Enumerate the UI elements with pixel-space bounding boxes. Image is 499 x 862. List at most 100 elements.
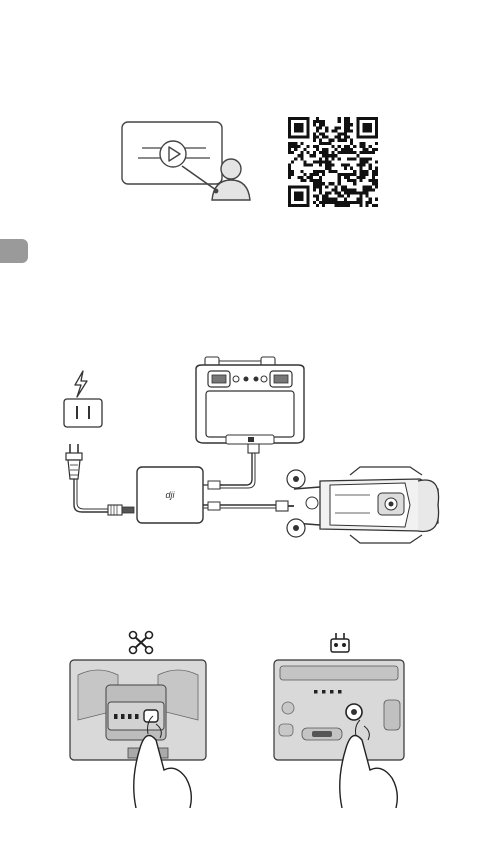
video-tutorial-icon — [120, 120, 255, 202]
qr-module — [297, 154, 300, 157]
qr-module — [356, 164, 359, 167]
qr-module — [350, 139, 353, 142]
qr-module — [359, 204, 362, 207]
qr-module — [319, 126, 322, 129]
qr-module — [319, 142, 322, 145]
qr-module — [304, 160, 307, 163]
charger-input-connector — [108, 505, 134, 515]
qr-module — [288, 173, 291, 176]
qr-module — [313, 201, 316, 204]
aircraft-power-on-illustration — [68, 630, 218, 808]
controller-led — [322, 690, 326, 694]
qr-module — [353, 182, 356, 185]
qr-module — [347, 145, 350, 148]
qr-module — [359, 167, 362, 170]
controller-led — [330, 690, 334, 694]
qr-module — [350, 191, 353, 194]
qr-code[interactable] — [288, 117, 378, 207]
qr-module — [313, 182, 316, 185]
qr-module — [366, 157, 369, 160]
qr-module — [347, 123, 350, 126]
qr-module — [375, 160, 378, 163]
qr-module — [372, 204, 375, 207]
qr-module — [359, 195, 362, 198]
qr-module — [325, 191, 328, 194]
qr-module — [338, 126, 341, 129]
qr-finder-pattern — [294, 123, 303, 132]
power-plug — [66, 444, 108, 512]
battery-led — [128, 714, 132, 719]
qr-module — [300, 176, 303, 179]
qr-module — [338, 117, 341, 120]
qr-module — [300, 142, 303, 145]
qr-module — [307, 164, 310, 167]
qr-module — [300, 151, 303, 154]
qr-module — [341, 151, 344, 154]
qr-module — [362, 191, 365, 194]
qr-module — [362, 176, 365, 179]
qr-module — [341, 164, 344, 167]
qr-module — [294, 157, 297, 160]
qr-module — [325, 151, 328, 154]
battery-led — [114, 714, 118, 719]
qr-module — [369, 164, 372, 167]
qr-module — [344, 185, 347, 188]
qr-module — [322, 195, 325, 198]
qr-module — [328, 182, 331, 185]
qr-module — [325, 148, 328, 151]
qr-module — [347, 117, 350, 120]
qr-module — [335, 188, 338, 191]
qr-module — [325, 126, 328, 129]
qr-module — [344, 117, 347, 120]
qr-module — [335, 170, 338, 173]
qr-module — [362, 157, 365, 160]
qr-module — [316, 170, 319, 173]
qr-module — [288, 148, 291, 151]
qr-module — [362, 185, 365, 188]
qr-module — [297, 176, 300, 179]
qr-module — [359, 160, 362, 163]
qr-module — [316, 160, 319, 163]
qr-module — [313, 133, 316, 136]
qr-module — [291, 151, 294, 154]
qr-module — [344, 133, 347, 136]
qr-module — [347, 157, 350, 160]
remote-controller-icon — [331, 633, 349, 652]
qr-module — [344, 188, 347, 191]
qr-module — [366, 204, 369, 207]
qr-module — [359, 170, 362, 173]
qr-module — [350, 157, 353, 160]
qr-module — [347, 179, 350, 182]
battery-led — [135, 714, 139, 719]
controller-led — [314, 690, 318, 694]
qr-module — [331, 198, 334, 201]
qr-module — [359, 173, 362, 176]
qr-module — [362, 148, 365, 151]
qr-module — [328, 164, 331, 167]
qr-module — [372, 188, 375, 191]
qr-module — [372, 148, 375, 151]
qr-module — [369, 157, 372, 160]
qr-module — [322, 198, 325, 201]
qr-module — [291, 142, 294, 145]
qr-module — [316, 145, 319, 148]
qr-module — [313, 170, 316, 173]
qr-module — [353, 173, 356, 176]
qr-module — [341, 133, 344, 136]
qr-module — [353, 151, 356, 154]
qr-module — [325, 167, 328, 170]
qr-module — [335, 204, 338, 207]
qr-module — [362, 160, 365, 163]
qr-module — [341, 188, 344, 191]
qr-module — [369, 179, 372, 182]
qr-module — [316, 129, 319, 132]
qr-module — [338, 179, 341, 182]
qr-module — [331, 129, 334, 132]
qr-module — [288, 170, 291, 173]
qr-module — [319, 179, 322, 182]
qr-module — [316, 136, 319, 139]
power-outlet-icon — [64, 399, 102, 427]
qr-module — [316, 120, 319, 123]
qr-module — [375, 148, 378, 151]
qr-module — [372, 151, 375, 154]
